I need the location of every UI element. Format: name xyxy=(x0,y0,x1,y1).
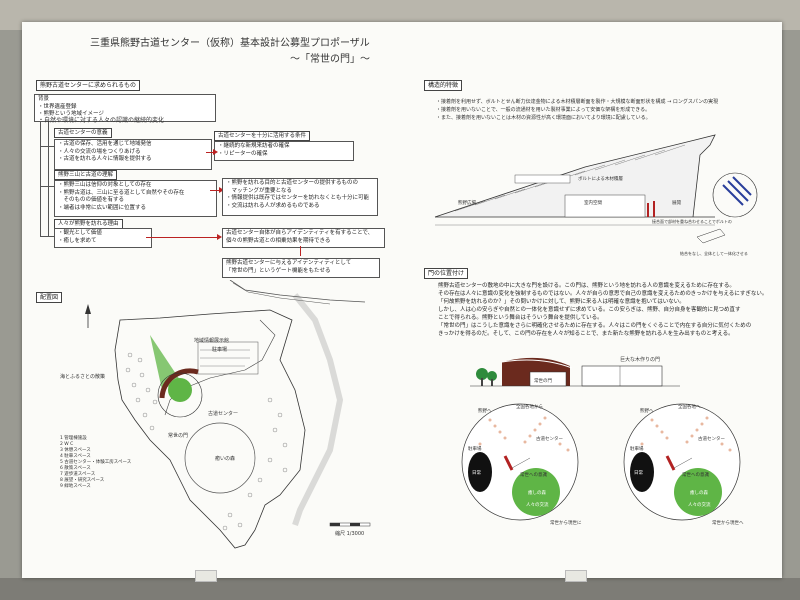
page-subtitle: ～「常世の門」～ xyxy=(290,54,370,65)
structure-heading: 構造的特徴 xyxy=(424,80,463,91)
gate-diagram-1 xyxy=(461,403,579,521)
diagram-label: 常世への意識 xyxy=(520,473,547,478)
conditions-box: ・継続的な新規来訪者の確保 ・リピーターの確保 xyxy=(214,141,354,161)
requirements-heading: 熊野古道センターに求められるもの xyxy=(36,80,141,91)
elevation-label: 巨大な木作りの門 xyxy=(620,357,661,363)
elevation-gate-label: 常世の門 xyxy=(534,379,552,384)
kumano-kodo-label: 熊野三山と古道の理解 xyxy=(54,170,118,180)
site-plan-map xyxy=(85,280,371,549)
gate-box: 熊野古道センターに与えるアイデンティティとして 「常世の門」というゲート機能をも… xyxy=(222,258,380,278)
connector-line xyxy=(40,186,54,187)
diagram-label: 常世から現世へ xyxy=(712,521,744,526)
diagram-label: 熊野広場 xyxy=(458,201,476,206)
background-box: 背景 ・世界遺産登録 ・熊野という地域イメージ xyxy=(34,94,216,122)
diagram-label: 常世から現世に xyxy=(550,521,582,526)
flow-arrow xyxy=(300,246,301,256)
diagram-label: 駐車場 xyxy=(630,447,644,452)
gate-position-paragraph: 熊野古道センターの敷地の中に大きな門を設ける。この門は、熊野という地を訪れる人の… xyxy=(438,283,768,337)
flow-arrow xyxy=(210,187,224,193)
diagram-label: 癒しの森 xyxy=(528,491,546,496)
diagram-label: 熊野へ xyxy=(478,409,492,414)
map-label: 海とふるさとの散策 xyxy=(60,374,105,380)
connector-line xyxy=(40,236,54,237)
diagram-label: 熊野へ xyxy=(640,409,654,414)
diagram-label: 駐車場 xyxy=(468,447,482,452)
diagram-note: 接合面で部材を重ね合わせることでボルトの xyxy=(652,219,732,224)
gate-position-heading: 門の位置付け xyxy=(424,268,469,279)
map-label: 常世の門 xyxy=(168,433,189,439)
connector-line xyxy=(40,99,41,237)
flow-arrow xyxy=(206,149,218,155)
map-label: 古道センター xyxy=(208,411,239,417)
site-plan-heading: 配置図 xyxy=(36,292,63,303)
center-meaning-label: 古道センターの意義 xyxy=(54,128,112,138)
gate-diagram-2 xyxy=(623,403,741,521)
diagram-label: ボルトによる木材積層 xyxy=(578,177,623,182)
gate-elevation-drawing xyxy=(470,357,680,387)
structure-item: ・接着剤を用いないことで、一般の流通材を用いた製材事業によって安価な架構を形成で… xyxy=(436,107,651,113)
structure-item: ・また、接着剤を用いないことは木材の資源性が高く環境面においてより環境に配慮して… xyxy=(436,115,651,121)
diagram-label: 日常 xyxy=(634,471,643,476)
reasons-box: ・観光として価値 ・癒しを求めて xyxy=(54,228,152,248)
diagram-label: 全国各地から xyxy=(516,405,543,410)
map-label: 癒いの森 xyxy=(215,456,236,462)
diagram-label: 古道センター xyxy=(536,437,563,442)
diagram-label: 室内空間 xyxy=(584,201,602,206)
page-title: 三重県熊野古道センター（仮称）基本設計公募型プロポーザル xyxy=(90,38,370,49)
kumano-kodo-box: ・熊野三山は信仰の対象としての存在 ・熊野古道は、三山に至る道として自然やその存… xyxy=(54,180,217,217)
conditions-label: 古道センターを十分に活用する条件 xyxy=(214,131,311,141)
map-label: 地域情報展示館 xyxy=(194,338,230,344)
diagram-label: 癒しの森 xyxy=(690,491,708,496)
matching-box: ・熊野を訪れる目的と古道センターの提供するものの マッチングが重要となる ・情報… xyxy=(222,178,378,216)
diagram-label: 展開 xyxy=(672,201,681,206)
floor xyxy=(0,578,800,600)
map-label: 駐車場 xyxy=(212,347,228,353)
board-clip xyxy=(565,570,587,582)
diagram-label: 常世への意識 xyxy=(682,473,709,478)
structure-item: ・接着剤を利用せず、ボルトとせん断力伝達金物による木材積層断面を製作・大規模な断… xyxy=(436,99,719,105)
identity-box: 古道センター自体が自らアイデンティティを有することで、 個々の熊野古道との相乗効… xyxy=(222,228,385,248)
diagram-label: 全国各地へ xyxy=(678,405,701,410)
connector-line xyxy=(40,146,54,147)
diagram-label: 人々の交流 xyxy=(688,503,711,508)
connector-line xyxy=(48,118,49,236)
background-item: ・自然や環境に対する人々の認識の継続的変化 xyxy=(38,117,165,124)
diagram-label: 古道センター xyxy=(698,437,725,442)
diagram-note: 結合をなし、全体として一体化させる xyxy=(680,251,748,256)
flow-arrow xyxy=(146,234,222,240)
diagram-label: 日常 xyxy=(472,471,481,476)
map-scale: 縮尺 1/3000 xyxy=(335,531,365,537)
center-meaning-box: ・古道の保存、活用を通じて地域発信 ・人々の交流の場をつくりあげる ・古道を訪れ… xyxy=(54,139,212,170)
board-clip xyxy=(195,570,217,582)
structure-section-diagram xyxy=(434,134,758,244)
diagram-label: 人々の交流 xyxy=(526,503,549,508)
